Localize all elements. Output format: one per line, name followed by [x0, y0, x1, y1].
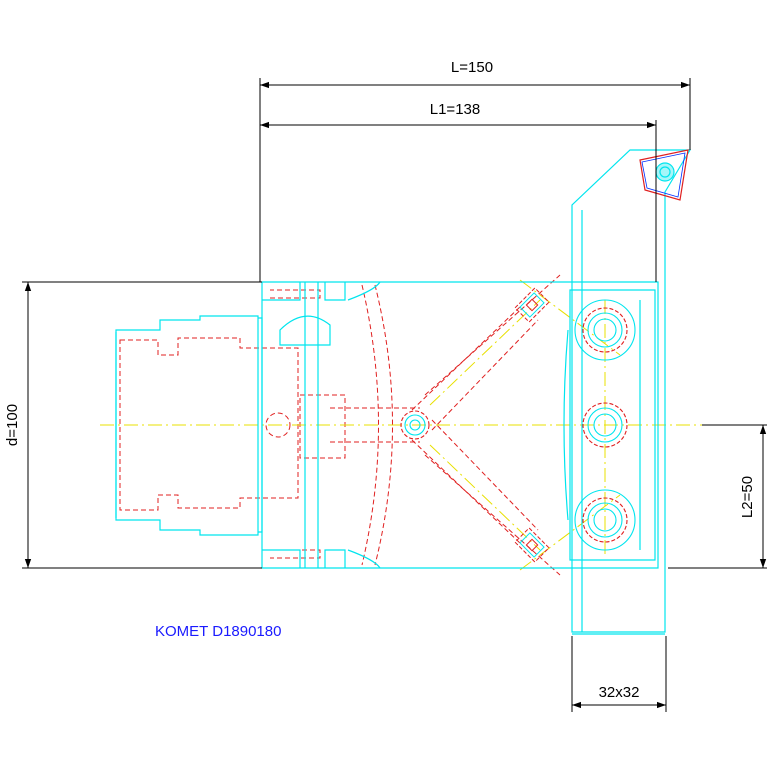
hidden-lines — [119, 274, 561, 576]
dim-total-length: L=150 — [451, 59, 493, 76]
cartridge-upper — [514, 287, 550, 323]
dimension-lines — [22, 78, 767, 712]
central-screw — [400, 410, 430, 440]
screw-bottom — [574, 489, 636, 551]
screw-top — [574, 299, 636, 361]
dim-shank-section: 32x32 — [599, 684, 640, 701]
dim-diameter: d=100 — [4, 404, 21, 446]
screw-middle — [582, 402, 628, 448]
tool-outline — [115, 149, 692, 635]
cartridge-lower — [514, 527, 550, 563]
dim-length-l2: L2=50 — [739, 476, 756, 518]
drawing-title: KOMET D1890180 — [155, 623, 281, 640]
pad-screws — [400, 299, 636, 551]
dim-length-l1: L1=138 — [430, 101, 480, 118]
